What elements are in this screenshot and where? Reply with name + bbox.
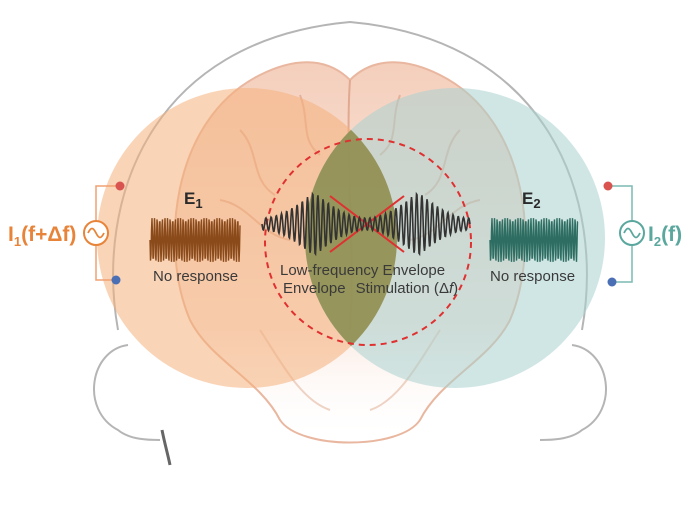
right-circuit bbox=[603, 181, 645, 287]
left-circuit bbox=[83, 181, 125, 285]
ac-source-icon bbox=[83, 220, 109, 246]
electric-fields bbox=[97, 88, 605, 388]
center-label-line1: Low-frequency Envelope bbox=[280, 262, 445, 279]
envelope-cross bbox=[329, 195, 405, 253]
no-response-left: No response bbox=[153, 268, 238, 285]
field-e2 bbox=[305, 88, 605, 388]
wave-interference bbox=[261, 191, 471, 257]
electrode-red-right bbox=[603, 181, 613, 191]
wave-e1 bbox=[149, 218, 241, 262]
field-e1 bbox=[97, 88, 397, 388]
source-label-right: I2(f) bbox=[648, 223, 682, 249]
field-label-e1: E1 bbox=[184, 189, 203, 211]
target-region-circle bbox=[264, 138, 472, 346]
electrode-red-left bbox=[115, 181, 125, 191]
no-response-right: No response bbox=[490, 268, 575, 285]
wave-e2 bbox=[489, 218, 579, 262]
electrode-blue-left bbox=[111, 275, 121, 285]
ac-source-icon bbox=[619, 220, 645, 246]
source-label-left: I1(f+Δf) bbox=[8, 223, 76, 249]
electrode-blue-right bbox=[607, 277, 617, 287]
field-label-e2: E2 bbox=[522, 189, 541, 211]
